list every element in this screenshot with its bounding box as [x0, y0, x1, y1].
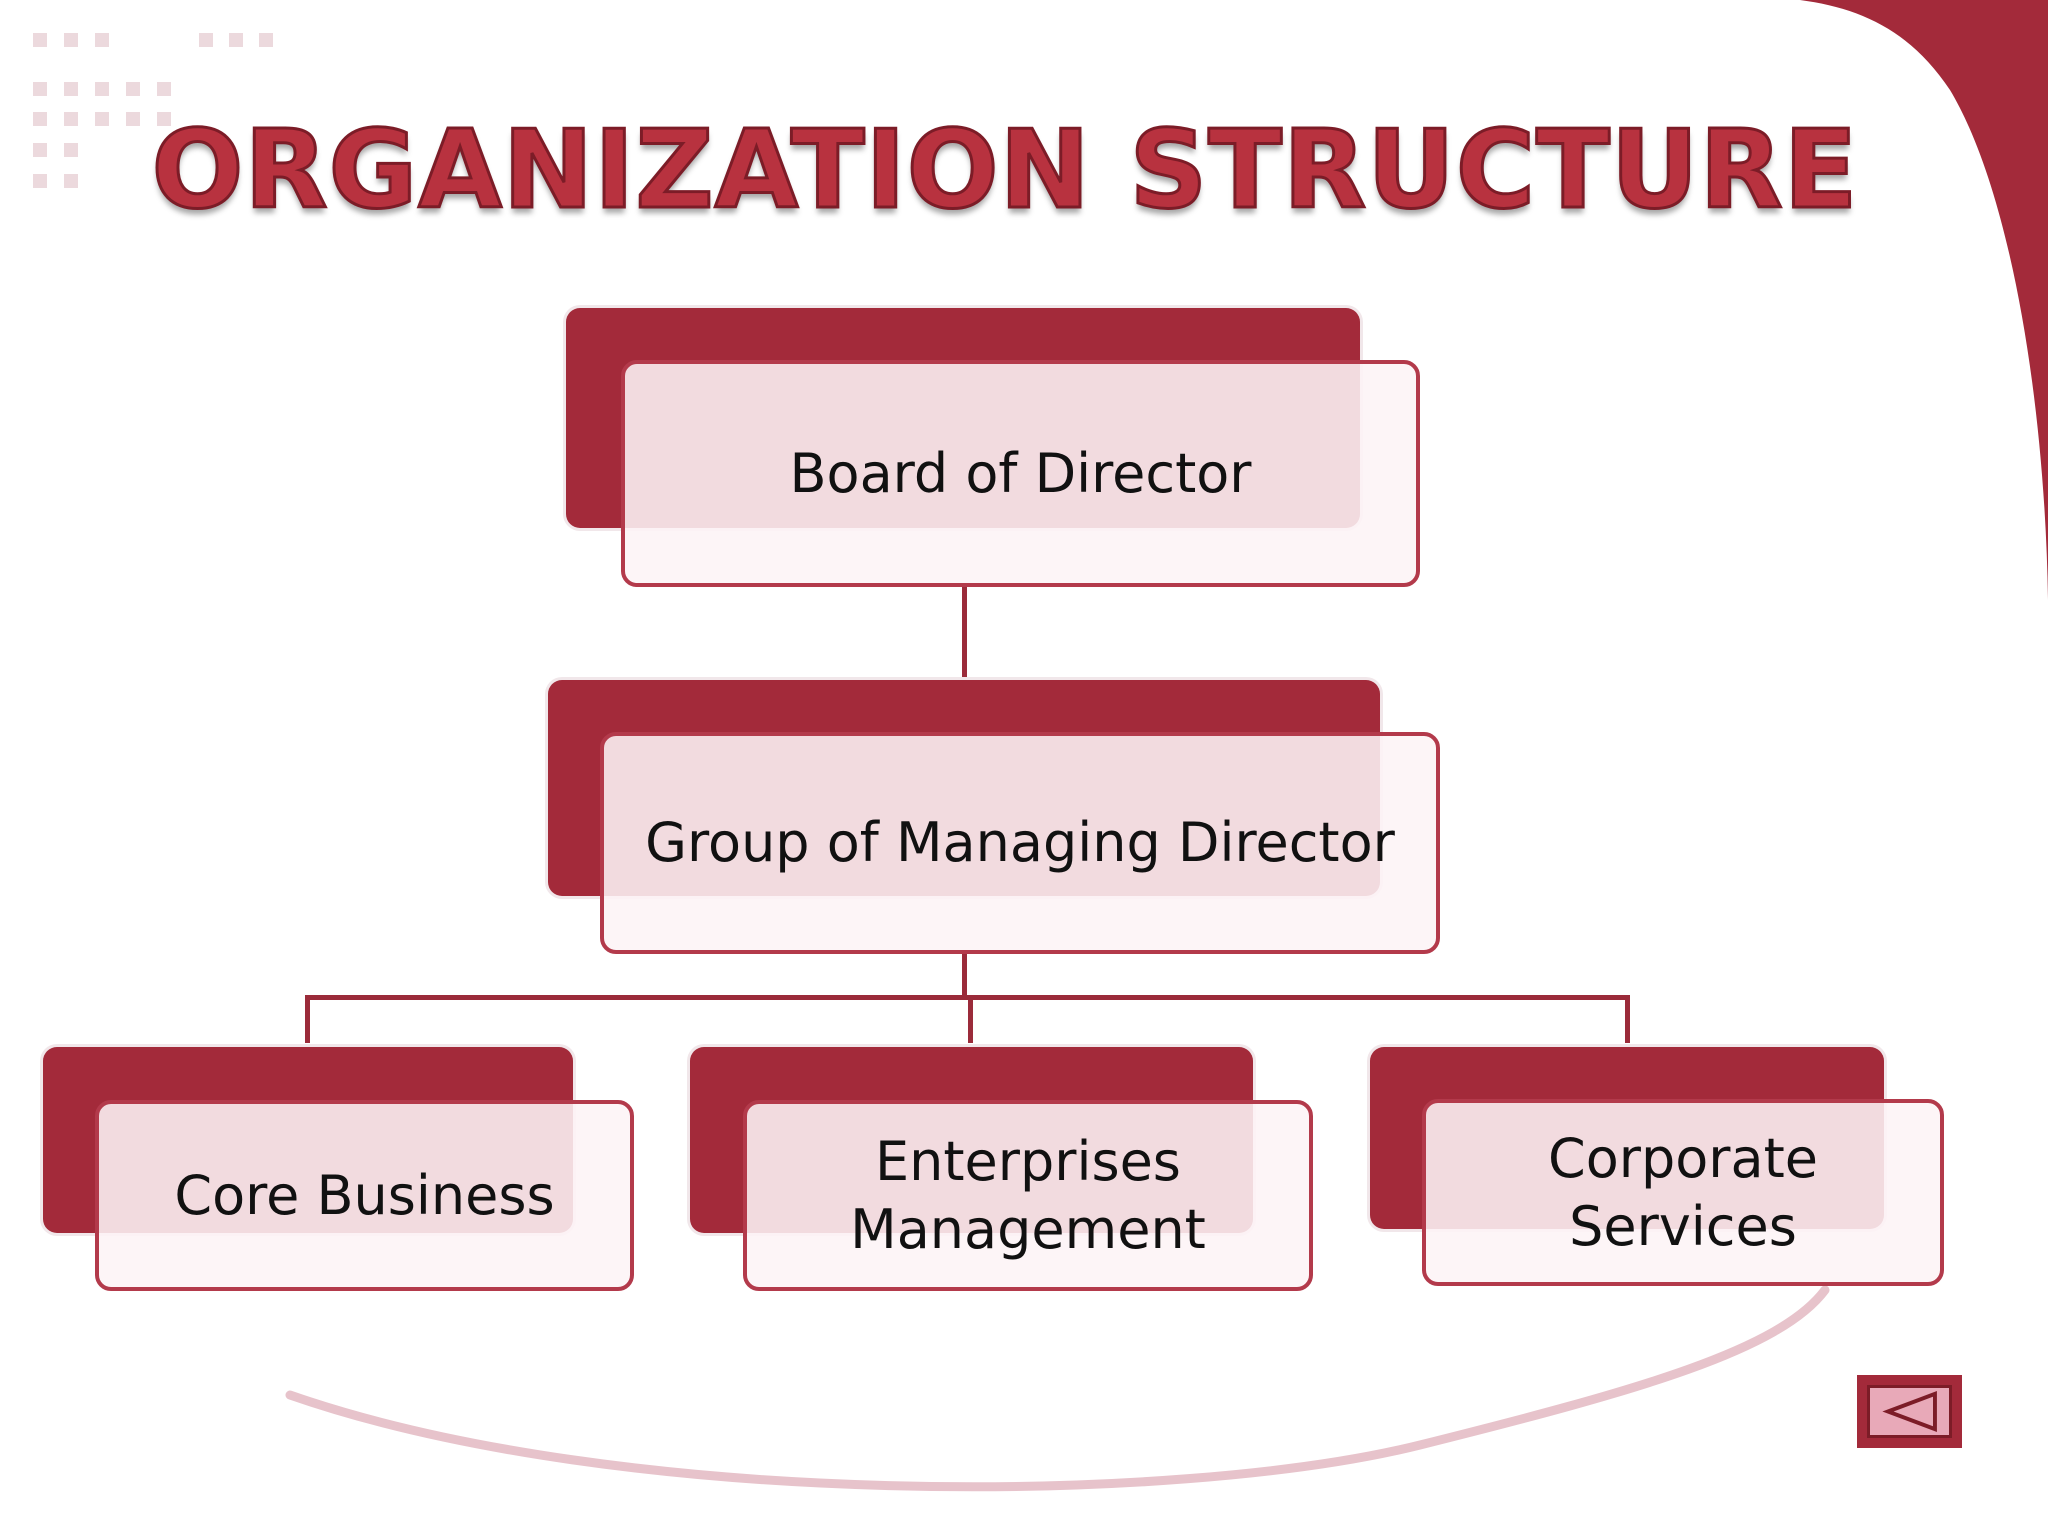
org-node-corporate-services: Corporate Services [1370, 1047, 1944, 1287]
org-node-enterprises-management: Enterprises Management [690, 1047, 1313, 1291]
connector-level2-down [962, 952, 967, 1000]
slide-title: ORGANIZATION STRUCTURE [150, 107, 1859, 235]
connector-horizontal [305, 995, 1630, 1000]
org-node-label: Corporate Services [1548, 1126, 1818, 1258]
dot-grid [33, 33, 273, 188]
org-node-label: Board of Director [789, 441, 1252, 505]
org-node-board-of-director: Board of Director [566, 308, 1420, 588]
connector-to-enterprises-management [968, 995, 973, 1043]
org-node-label: Enterprises Management [850, 1129, 1206, 1261]
org-node-group-of-managing-director: Group of Managing Director [548, 680, 1440, 954]
bottom-arc [285, 1285, 1830, 1492]
triangle-left-icon [1882, 1391, 1937, 1432]
org-node-label: Core Business [174, 1163, 555, 1227]
back-button[interactable] [1857, 1375, 1962, 1448]
connector-to-core-business [305, 995, 310, 1043]
connector-to-corporate-services [1625, 995, 1630, 1043]
org-node-core-business: Core Business [43, 1047, 634, 1291]
org-node-label: Group of Managing Director [645, 811, 1395, 874]
corner-swoosh [1800, 0, 2048, 600]
connector-root-to-level2 [962, 586, 967, 679]
